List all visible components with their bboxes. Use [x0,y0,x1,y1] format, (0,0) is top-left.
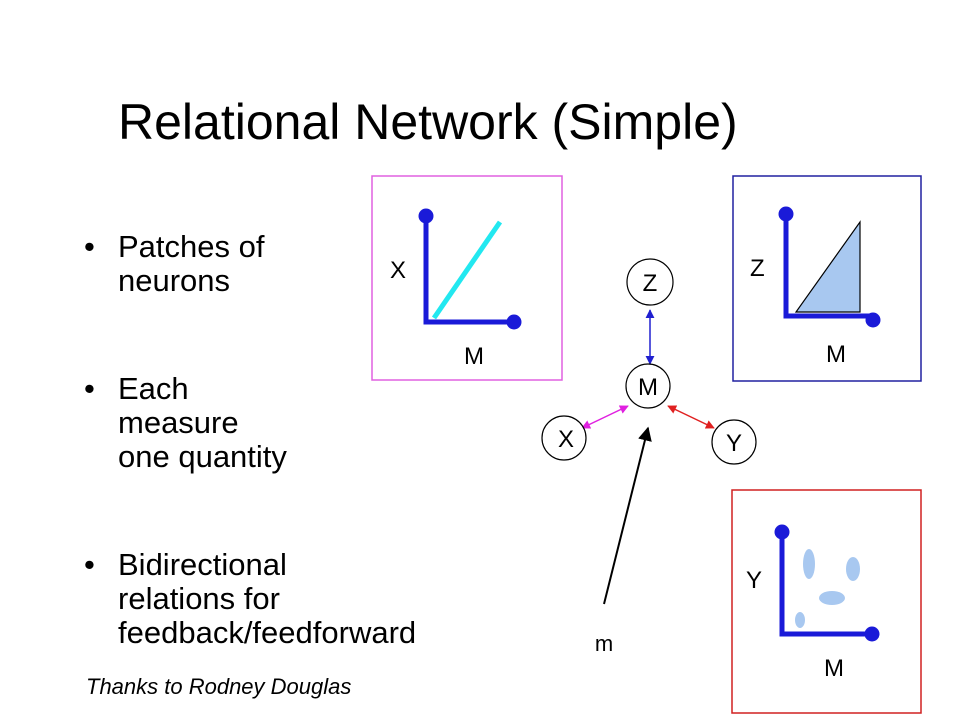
bullet-dot-icon: • [84,547,95,582]
node-x: X [541,415,587,461]
node-y-circle [711,419,757,465]
panel-x-m-relation-line [431,220,503,320]
node-z-label: Z [643,270,658,297]
slide-title: Relational Network (Simple) [118,94,738,150]
panel-x-m-x-label: M [464,343,484,370]
panel-x-m-axes [423,216,514,325]
panel-y-m-blob [846,557,860,581]
node-y-label: Y [726,430,742,457]
panel-x-m-border [371,175,563,381]
panel-z-m-x-label: M [826,341,846,368]
panel-z-m-border [732,175,922,382]
panel-z-m-relation-region [794,220,861,313]
panel-y-m-border [731,489,922,714]
node-x-label: X [558,426,574,453]
panel-y-m-blob [803,549,815,579]
panel-x-m: X M [371,175,563,381]
link-y-m [667,405,715,429]
node-z-circle [626,258,674,306]
panel-y-m-axis-end [774,524,790,540]
bullet-text: Bidirectional relations for feedback/fee… [118,547,417,650]
panel-y-m: Y M [731,489,922,714]
panel-z-m: Z M [732,175,922,382]
panel-z-m-axis-end [865,312,881,328]
panel-z-m-axis-end [778,206,794,222]
panel-y-m-axes [779,532,872,637]
node-x-circle [541,415,587,461]
bullet-dot-icon: • [84,229,95,264]
credit-line: Thanks to Rodney Douglas [86,674,352,699]
bullet-dot-icon: • [84,371,95,406]
panel-z-m-axes [783,214,873,319]
link-x-m [581,405,629,429]
bullet-text: Patches of neurons [118,229,265,298]
panel-x-m-axis-end [418,208,434,224]
panel-z-m-y-label: Z [750,255,765,282]
input-arrow [603,426,652,605]
node-m-label: M [638,374,658,401]
panel-y-m-y-label: Y [746,567,762,594]
node-z: Z [626,258,674,306]
panel-y-m-blob [795,612,805,628]
panel-y-m-blob [819,591,845,605]
panel-y-m-x-label: M [824,655,844,682]
panel-y-m-axis-end [864,626,880,642]
node-m-circle [625,363,671,409]
panel-x-m-axis-end [506,314,522,330]
input-label: m [595,631,613,656]
bullet-text: Each measure one quantity [118,371,287,474]
panel-x-m-y-label: X [390,257,406,284]
node-y: Y [711,419,757,465]
node-m: M [625,363,671,409]
